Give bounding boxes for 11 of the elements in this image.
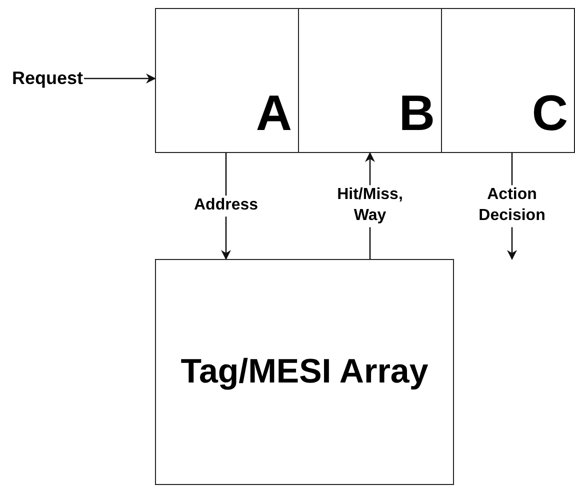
- stage-letter: B: [398, 88, 435, 138]
- stage-box: [298, 8, 442, 153]
- request-label: Request: [12, 68, 84, 89]
- edge-label: Address: [192, 196, 260, 216]
- arrow: [84, 74, 156, 84]
- stage-box: [155, 8, 299, 153]
- stage-box: [441, 8, 575, 153]
- array-box: [155, 259, 454, 485]
- stage-letter: C: [532, 88, 568, 138]
- array-title: Tag/MESI Array: [180, 352, 430, 392]
- stage-letter: A: [256, 88, 292, 138]
